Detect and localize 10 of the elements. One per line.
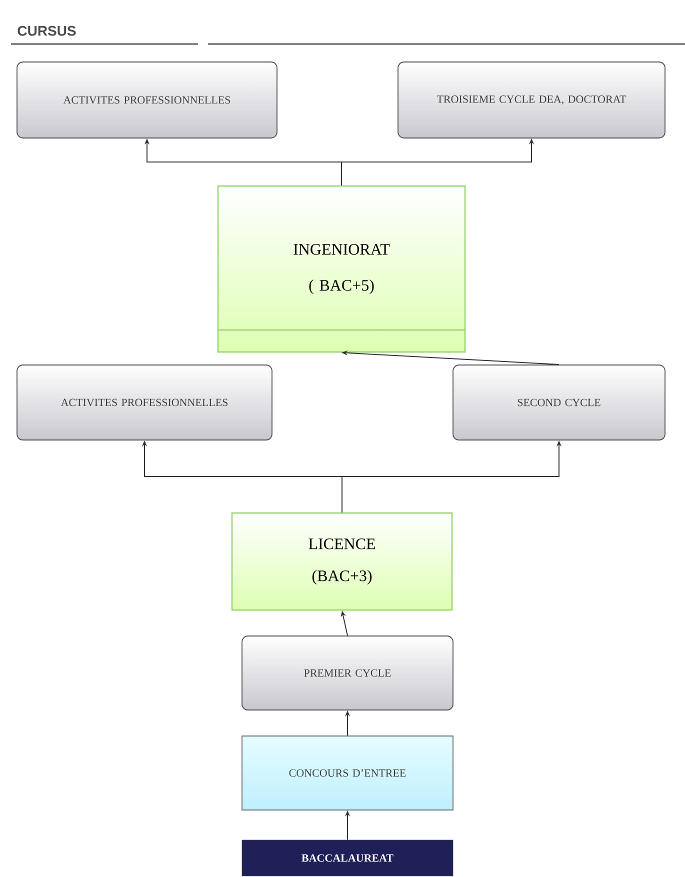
rounded-box: ACTIVITES PROFESSIONNELLES <box>16 62 278 138</box>
rounded-box: ACTIVITES PROFESSIONNELLES <box>16 364 272 440</box>
level-box: LICENCE (BAC+3) <box>231 512 453 611</box>
entry-box: CONCOURS D’ENTREE <box>242 736 454 810</box>
start-box: BACCALAUREAT <box>242 840 454 876</box>
level-box: INGENIORAT ( BAC+5) <box>217 185 466 353</box>
rounded-box: PREMIER CYCLE <box>242 636 454 710</box>
rounded-box: TROISIEME CYCLE DEA, DOCTORAT <box>398 62 666 138</box>
rounded-box: SECOND CYCLE <box>452 364 666 440</box>
heading: CURSUS <box>18 26 76 36</box>
